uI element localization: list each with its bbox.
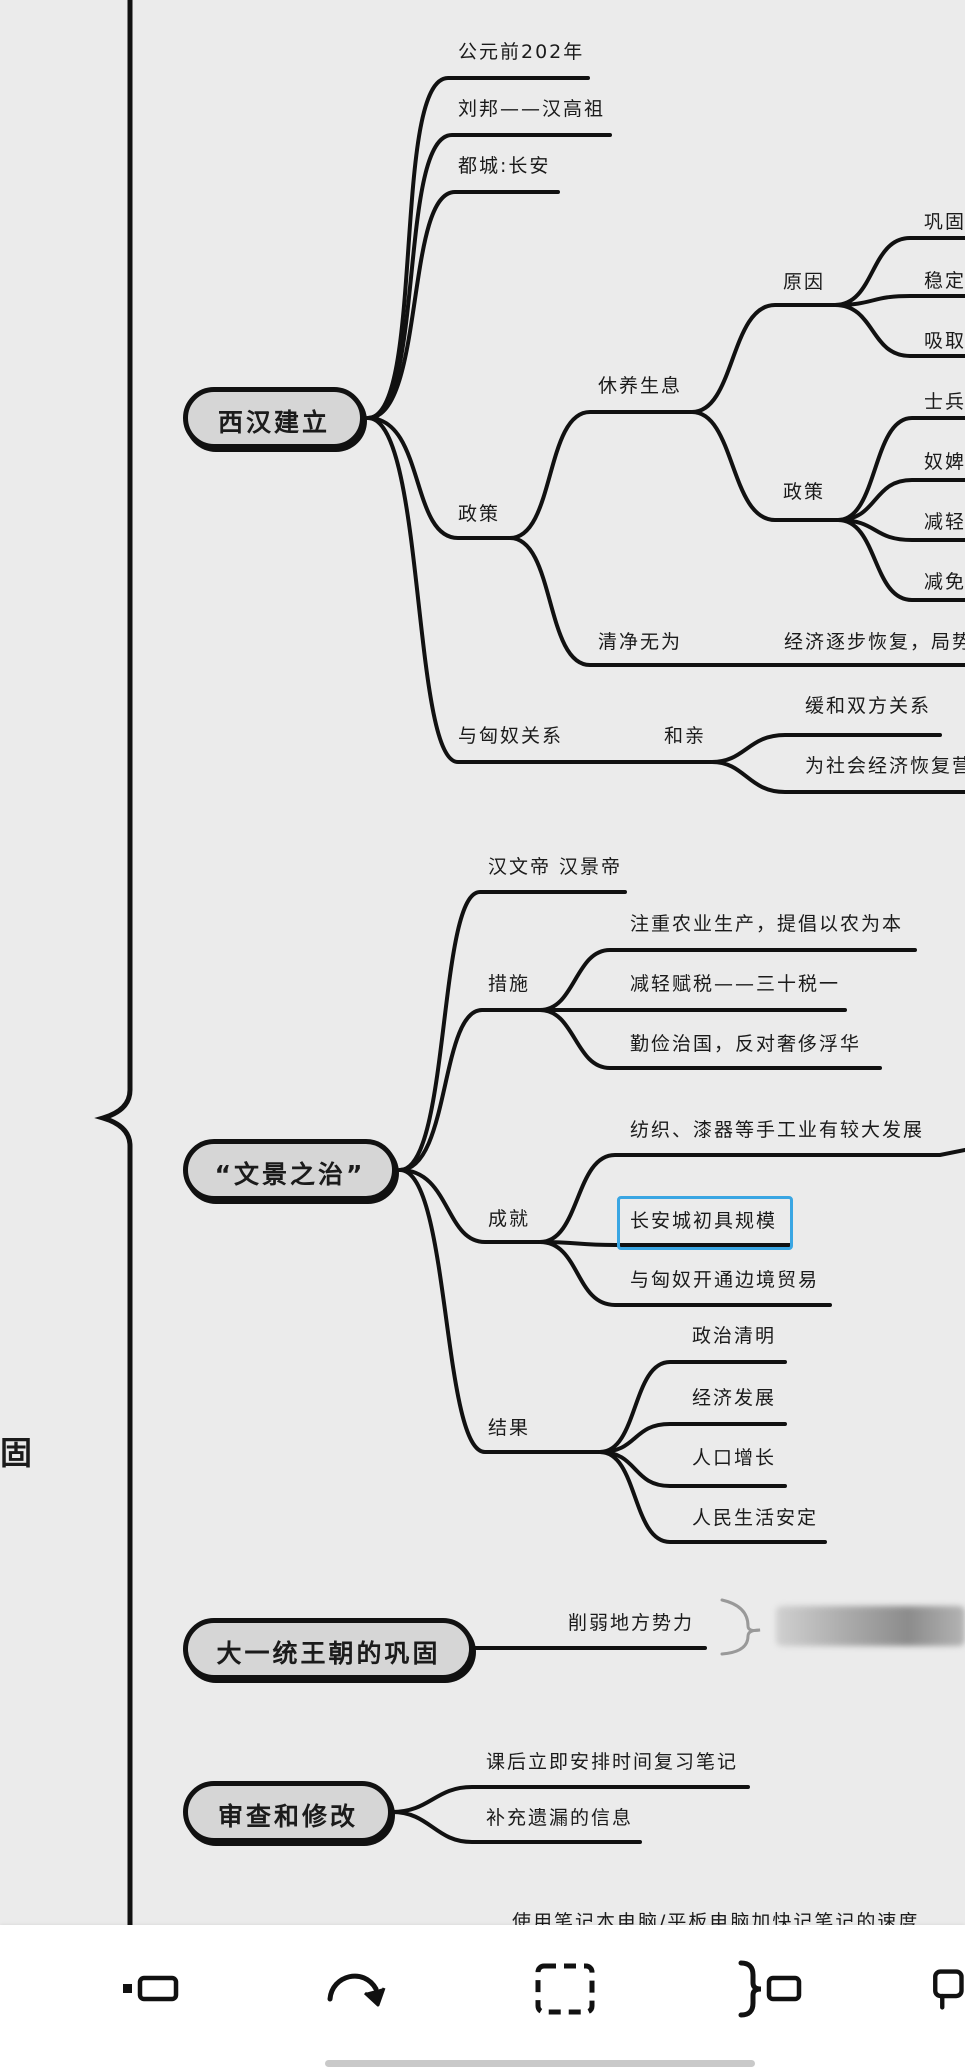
node-reason-3[interactable]: 吸取 <box>924 330 965 352</box>
redo-button[interactable] <box>312 1949 402 2029</box>
node-result-3[interactable]: 人口增长 <box>692 1447 777 1469</box>
topic-review-and-revise[interactable]: 审查和修改 <box>183 1781 393 1843</box>
node-quiet-result[interactable]: 经济逐步恢复，局势 <box>784 631 965 653</box>
node-wj-measure-2[interactable]: 减轻赋税——三十税一 <box>630 973 841 995</box>
relationship-button[interactable] <box>930 1949 965 2029</box>
node-measure-2[interactable]: 奴婢 <box>924 451 965 473</box>
node-heqin-2[interactable]: 为社会经济恢复营 <box>805 755 965 777</box>
node-measure-3[interactable]: 减轻 <box>924 511 965 533</box>
blurred-summary-node[interactable] <box>776 1606 965 1646</box>
node-results[interactable]: 结果 <box>488 1417 531 1439</box>
summary-button[interactable] <box>725 1949 815 2029</box>
connector-lines <box>94 0 965 1925</box>
bottom-toolbar <box>0 1925 965 2070</box>
node-speed-up-notes[interactable]: 使用笔记本电脑/平板电脑加快记笔记的速度 <box>512 1911 920 1925</box>
topic-unified-dynasty-consolidation[interactable]: 大一统王朝的巩固 <box>183 1618 474 1680</box>
redo-icon <box>327 1973 386 2007</box>
node-measure-1[interactable]: 士兵 <box>924 391 965 413</box>
node-wj-measure-1[interactable]: 注重农业生产，提倡以农为本 <box>630 913 904 935</box>
node-achievement-1[interactable]: 纺织、漆器等手工业有较大发展 <box>630 1119 925 1141</box>
node-wj-measure-3[interactable]: 勤俭治国，反对奢侈浮华 <box>630 1033 862 1055</box>
node-founder[interactable]: 刘邦——汉高祖 <box>458 98 606 120</box>
node-weaken-local-power[interactable]: 削弱地方势力 <box>568 1612 695 1634</box>
home-indicator[interactable] <box>325 2060 755 2067</box>
node-heqin-1[interactable]: 缓和双方关系 <box>805 695 932 717</box>
node-reason[interactable]: 原因 <box>783 271 826 293</box>
add-subtopic-icon <box>123 1975 179 2002</box>
mindmap-canvas[interactable]: 固 西汉建立 “文景之治” 大一统王朝的巩固 审查和修改 公元前202年 刘邦—… <box>0 0 965 1925</box>
boundary-icon <box>535 1963 595 2015</box>
node-achievements[interactable]: 成就 <box>488 1208 531 1230</box>
summary-icon <box>738 1960 802 2018</box>
node-result-1[interactable]: 政治清明 <box>692 1325 777 1347</box>
main-topic-label: 固 <box>0 1434 33 1472</box>
node-xiongnu-relations[interactable]: 与匈奴关系 <box>458 725 564 747</box>
node-policy[interactable]: 政策 <box>458 503 501 525</box>
add-subtopic-button[interactable] <box>106 1949 196 2029</box>
node-review-notes[interactable]: 课后立即安排时间复习笔记 <box>486 1751 739 1773</box>
boundary-button[interactable] <box>520 1949 610 2029</box>
selected-node-outline[interactable] <box>617 1196 793 1250</box>
node-measure-4[interactable]: 减免 <box>924 571 965 593</box>
node-reason-2[interactable]: 稳定 <box>924 270 965 292</box>
node-emperors[interactable]: 汉文帝 汉景帝 <box>488 856 623 878</box>
node-quiet-inaction[interactable]: 清净无为 <box>598 631 683 653</box>
node-year[interactable]: 公元前202年 <box>458 41 585 63</box>
topic-western-han-founding[interactable]: 西汉建立 <box>183 387 365 449</box>
topic-wenjing-rule[interactable]: “文景之治” <box>183 1139 397 1201</box>
node-wj-measures[interactable]: 措施 <box>488 973 531 995</box>
node-measures[interactable]: 政策 <box>783 481 826 503</box>
node-achievement-2[interactable]: 长安城初具规模 <box>630 1210 778 1232</box>
node-result-2[interactable]: 经济发展 <box>692 1387 777 1409</box>
node-result-4[interactable]: 人民生活安定 <box>692 1507 819 1529</box>
node-supplement-info[interactable]: 补充遗漏的信息 <box>486 1807 634 1829</box>
node-capital[interactable]: 都城:长安 <box>458 155 551 177</box>
relationship-icon <box>933 1969 964 2010</box>
node-heqin[interactable]: 和亲 <box>664 725 707 747</box>
node-rest-recuperate[interactable]: 休养生息 <box>598 375 683 397</box>
node-reason-1[interactable]: 巩固 <box>924 211 965 233</box>
node-achievement-3[interactable]: 与匈奴开通边境贸易 <box>630 1269 820 1291</box>
